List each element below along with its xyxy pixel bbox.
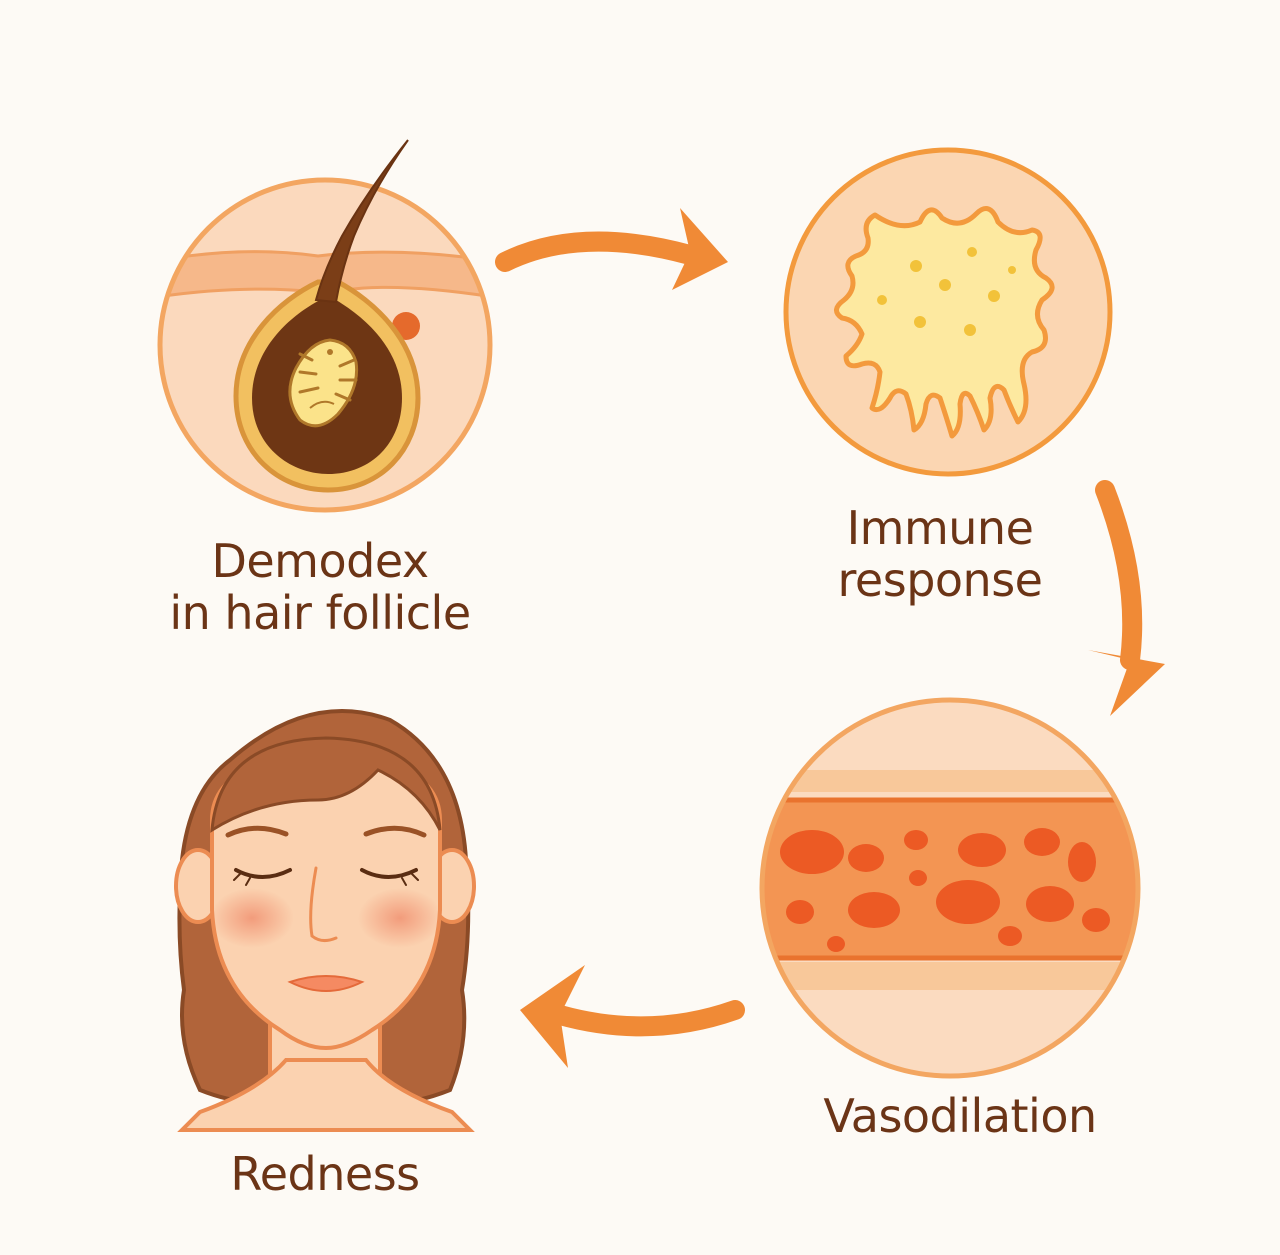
- demodex-mite-icon: [288, 338, 359, 428]
- step-label-vasodilation: Vasodilation: [770, 1089, 1150, 1143]
- dilated-blood-vessel-icon: [759, 697, 1141, 1079]
- face-with-redness-icon: [174, 709, 476, 1132]
- arrowhead-immune-to-vaso: [1088, 650, 1165, 716]
- immune-cell-icon: [783, 147, 1113, 477]
- step-label-line: response: [837, 553, 1043, 608]
- step-label-line: Demodex: [211, 534, 429, 588]
- hair-follicle-mite-icon: [157, 139, 493, 513]
- step-label-line: Vasodilation: [823, 1089, 1097, 1143]
- step-label-demodex: Demodex in hair follicle: [120, 535, 520, 640]
- step-label-line: in hair follicle: [169, 586, 471, 641]
- arrowheads: [520, 208, 1165, 1068]
- arrow-demodex-to-immune: [495, 231, 700, 272]
- arrowhead-vaso-to-redness: [520, 965, 585, 1068]
- step-label-line: Redness: [230, 1147, 420, 1201]
- arrow-immune-to-vaso: [1095, 480, 1143, 670]
- step-label-redness: Redness: [170, 1147, 480, 1201]
- step-label-immune: Immune response: [770, 502, 1110, 607]
- arrowhead-demodex-to-immune: [672, 208, 728, 290]
- flow-arrows: [495, 231, 1143, 1037]
- step-label-line: Immune: [846, 501, 1034, 555]
- arrow-vaso-to-redness: [550, 1000, 745, 1037]
